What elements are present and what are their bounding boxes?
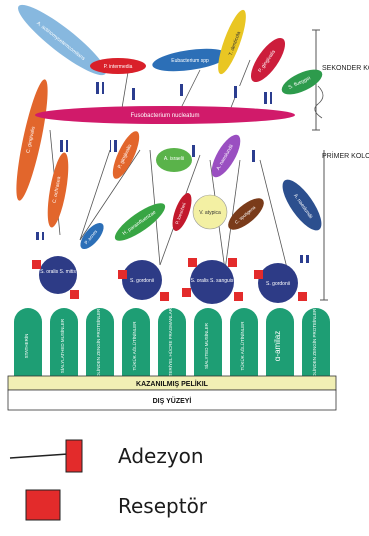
secondary-region-label: SEKONDER KOLONİZERLER <box>322 63 369 72</box>
legend-adhesion: Adezyon <box>8 436 368 476</box>
receptor-label: PROLİNDEN ZENGİN PROTEİNLER <box>311 308 317 383</box>
primary-region-label: PRİMER KOLONİZERLER <box>322 151 369 160</box>
receptor-label: SİALYTED MUSİNLER <box>203 322 209 369</box>
coccus-label-1: S. oralis S. mitis <box>40 269 76 275</box>
primary-bacteria: C. ochracea P. gingivalis A. israelii A.… <box>44 128 329 253</box>
receptor-label: TÜKÜK AĞLÜTİNİNLER <box>131 321 137 371</box>
coccus-label-4: S. gordonii <box>266 281 290 287</box>
receptor-legend-icon <box>8 486 98 526</box>
coccus-label-2: S. gordonii <box>130 278 154 284</box>
surface-label: DIŞ YÜZEYİ <box>153 396 192 405</box>
label-v-atypica: V. atypica <box>199 210 221 216</box>
receptor-legend-label: Reseptör <box>118 494 207 518</box>
receptor-columns: STATHERİN SİALYLATHED MUSİNLER PROLİNDEN Z… <box>14 307 330 386</box>
label-a-israelii: A. israelii <box>164 156 184 162</box>
adhesion-legend-label: Adezyon <box>118 444 204 468</box>
receptor-label: α-amilaz <box>273 331 282 361</box>
label-eubacterium: Eubacterium spp <box>171 58 209 64</box>
receptor-label: BAKTERİYEL HÜCRE FRAGMANLARI <box>167 307 173 386</box>
coccus-1 <box>39 256 77 294</box>
legend-receptor: Reseptör <box>8 486 368 526</box>
receptor-label: STATHERİN <box>23 334 29 359</box>
dental-plaque-diagram: SEKONDER KOLONİZERLER PRİMER KOLONİZERLE… <box>0 0 369 420</box>
label-p-intermedia: P. intermedia <box>104 64 133 70</box>
label-fusobacterium: Fusobacterium nucleatum <box>130 113 199 119</box>
receptor-label: TÜKÜK AĞLÜTİNİNLER <box>239 321 245 371</box>
adhesion-legend-icon <box>8 436 98 476</box>
pellicle-label: KAZANILMIŞ PELİKIL <box>136 380 209 388</box>
receptor-label: SİALYLATHED MUSİNLER <box>59 318 65 373</box>
receptor-label: PROLİNDEN ZENGİN PROTEİNLER <box>95 308 101 383</box>
coccus-label-3: S. oralis S. sanguis <box>191 278 234 284</box>
